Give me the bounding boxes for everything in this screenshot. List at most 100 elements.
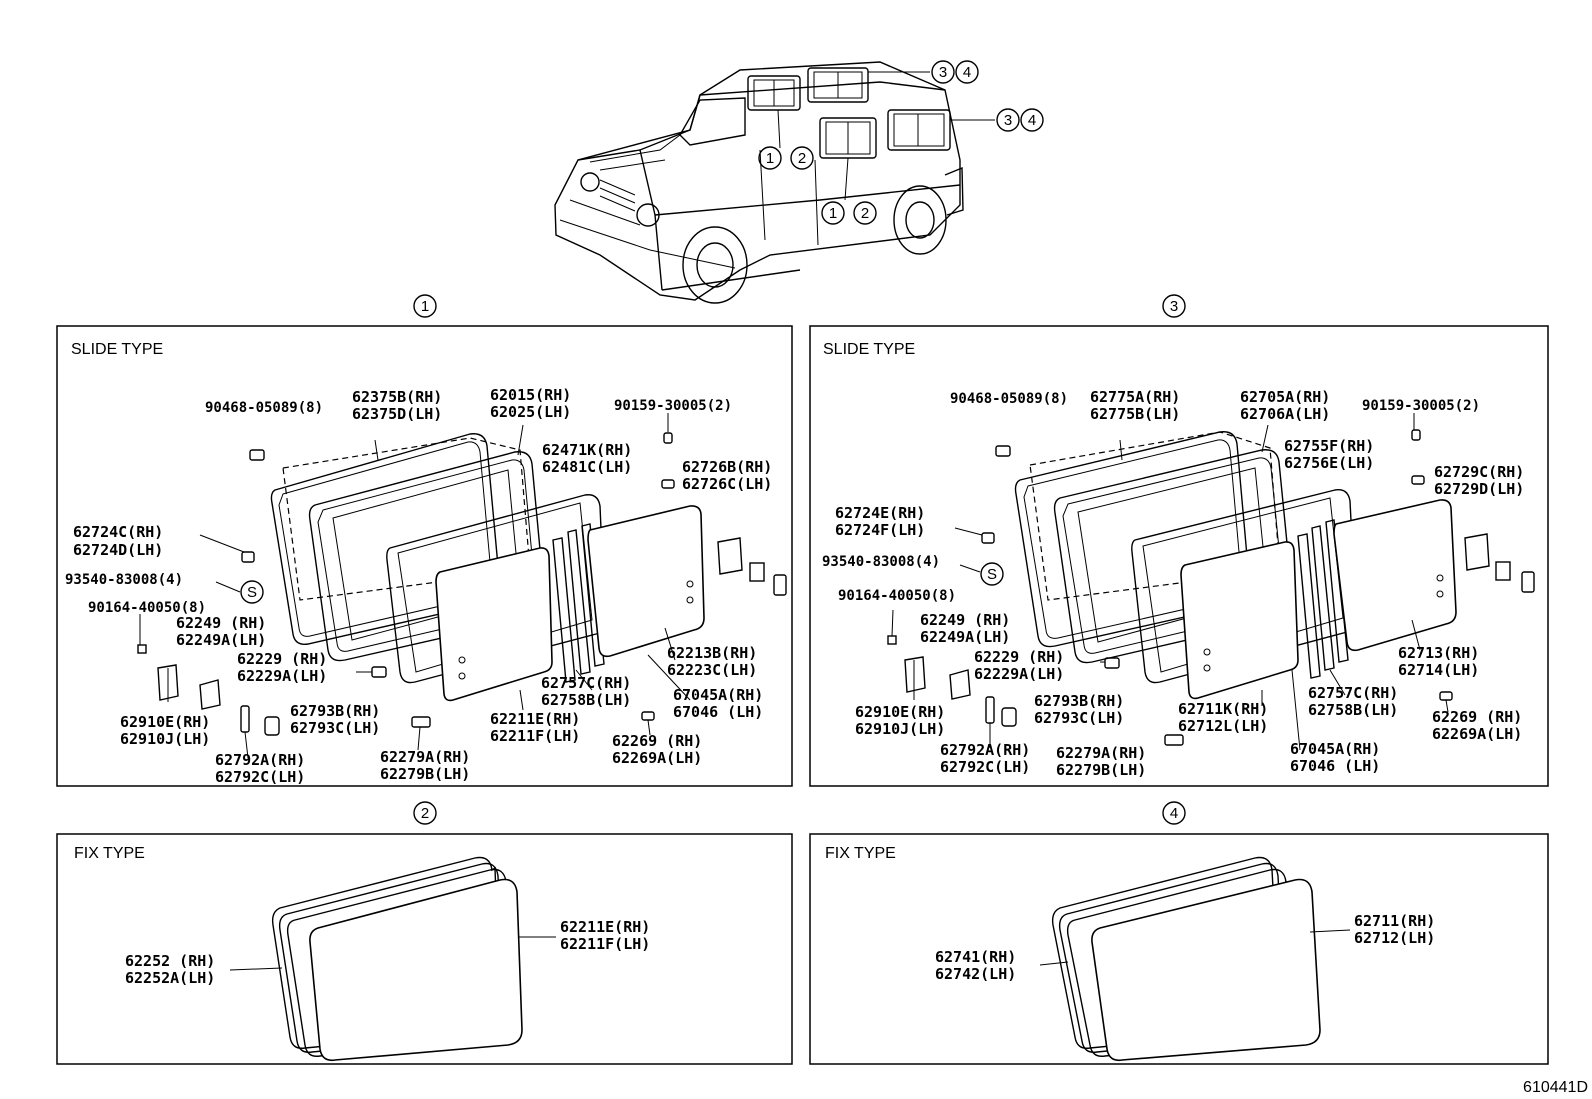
part-label: 62279A(RH) [380, 748, 470, 766]
part-label: 62211F(LH) [490, 727, 580, 745]
top-callouts: 3 4 3 4 1 2 1 2 [758, 60, 1044, 225]
part-label: 62726C(LH) [682, 475, 772, 493]
part-label: 62793C(LH) [1034, 709, 1124, 727]
part-label: 62211E(RH) [490, 710, 580, 728]
part-label: 62910J(LH) [120, 730, 210, 748]
section-callouts: 1 3 2 4 [413, 294, 1186, 825]
panel-1-slide-type: SLIDE TYPE S [56, 325, 793, 787]
part-label: 62793B(RH) [1034, 692, 1124, 710]
callout-text: 4 [963, 64, 971, 81]
part-label: 62252 (RH) [125, 952, 215, 970]
part-label: 67046 (LH) [673, 703, 763, 721]
figure-id: 610441D [1523, 1079, 1588, 1096]
part-label: 93540-83008(4) [65, 572, 183, 588]
part-label: 62792C(LH) [215, 768, 305, 786]
part-label: 62015(RH) [490, 386, 571, 404]
part-label: 62724E(RH) [835, 504, 925, 522]
part-label: 62229 (RH) [974, 648, 1064, 666]
callout-text: 4 [1028, 112, 1036, 129]
part-label: 90468-05089(8) [205, 400, 323, 416]
part-label: 62712L(LH) [1178, 717, 1268, 735]
part-label: 62252A(LH) [125, 969, 215, 987]
part-label: 62742(LH) [935, 965, 1016, 983]
callout-text: 2 [798, 150, 806, 167]
callout-text: 3 [939, 64, 947, 81]
part-label: 62249 (RH) [176, 614, 266, 632]
part-label: 62269 (RH) [1432, 708, 1522, 726]
seal-s-symbol: S [987, 566, 997, 583]
panel-title: SLIDE TYPE [823, 341, 915, 358]
part-label: 62375B(RH) [352, 388, 442, 406]
part-label: 62792A(RH) [940, 741, 1030, 759]
part-label: 62724F(LH) [835, 521, 925, 539]
part-label: 62211E(RH) [560, 918, 650, 936]
callout-3-side [996, 108, 1020, 132]
callout-1-upper [758, 146, 782, 170]
part-label: 62269A(LH) [1432, 725, 1522, 743]
part-label: 62755F(RH) [1284, 437, 1374, 455]
part-label: 62229A(LH) [974, 665, 1064, 683]
section-1-number: 1 [421, 298, 429, 315]
part-label: 62792A(RH) [215, 751, 305, 769]
part-label: 62729D(LH) [1434, 480, 1524, 498]
callout-4-side [1020, 108, 1044, 132]
part-label: 62758B(LH) [541, 691, 631, 709]
part-label: 62711K(RH) [1178, 700, 1268, 718]
part-label: 62711(RH) [1354, 912, 1435, 930]
part-label: 62757C(RH) [1308, 684, 1398, 702]
part-label: 93540-83008(4) [822, 554, 940, 570]
part-label: 62793C(LH) [290, 719, 380, 737]
part-label: 62213B(RH) [667, 644, 757, 662]
section-2-number: 2 [421, 805, 429, 822]
part-label: 62910E(RH) [855, 703, 945, 721]
part-label: 62726B(RH) [682, 458, 772, 476]
panel-4-fix-type: FIX TYPE [809, 833, 1549, 1065]
part-label: 62758B(LH) [1308, 701, 1398, 719]
part-label: 67045A(RH) [673, 686, 763, 704]
panel-title: SLIDE TYPE [71, 341, 163, 358]
part-label: 62269A(LH) [612, 749, 702, 767]
part-label: 62471K(RH) [542, 441, 632, 459]
panel-title: FIX TYPE [825, 845, 896, 862]
callout-text: 1 [766, 150, 774, 167]
part-label: 62481C(LH) [542, 458, 632, 476]
part-label: 62229 (RH) [237, 650, 327, 668]
panel-3-labels: 90468-05089(8) 62775A(RH) 62775B(LH) 627… [822, 388, 1524, 779]
part-label: 62910J(LH) [855, 720, 945, 738]
callout-text: 2 [861, 205, 869, 222]
part-label: 62756E(LH) [1284, 454, 1374, 472]
part-label: 62249A(LH) [920, 628, 1010, 646]
part-label: 62269 (RH) [612, 732, 702, 750]
part-label: 62705A(RH) [1240, 388, 1330, 406]
panel-2-labels: 62252 (RH) 62252A(LH) 62211E(RH) 62211F(… [125, 918, 650, 987]
section-4-number: 4 [1170, 805, 1178, 822]
part-label: 62792C(LH) [940, 758, 1030, 776]
part-label: 62793B(RH) [290, 702, 380, 720]
part-label: 62775B(LH) [1090, 405, 1180, 423]
part-label: 62910E(RH) [120, 713, 210, 731]
part-label: 90164-40050(8) [88, 600, 206, 616]
part-label: 62724C(RH) [73, 523, 163, 541]
panel-3-slide-type: SLIDE TYPE S [809, 325, 1549, 787]
part-label: 62712(LH) [1354, 929, 1435, 947]
panel-4-labels: 62741(RH) 62742(LH) 62711(RH) 62712(LH) [935, 912, 1435, 983]
part-label: 62249A(LH) [176, 631, 266, 649]
part-label: 62714(LH) [1398, 661, 1479, 679]
part-label: 62279A(RH) [1056, 744, 1146, 762]
callout-1-lower [821, 201, 845, 225]
seal-s-symbol: S [247, 584, 257, 601]
panel-2-fix-type: FIX TYPE [56, 833, 793, 1065]
part-label: 67045A(RH) [1290, 740, 1380, 758]
panel-1-labels: 90468-05089(8) 62375B(RH) 62375D(LH) 620… [65, 386, 772, 786]
part-label: 67046 (LH) [1290, 757, 1380, 775]
part-label: 62729C(RH) [1434, 463, 1524, 481]
part-label: 90468-05089(8) [950, 391, 1068, 407]
callout-text: 1 [829, 205, 837, 222]
part-label: 62279B(LH) [1056, 761, 1146, 779]
section-3-number: 3 [1170, 298, 1178, 315]
part-label: 62757C(RH) [541, 674, 631, 692]
callout-3-roof [931, 60, 955, 84]
part-label: 90159-30005(2) [614, 398, 732, 414]
callout-2-upper [790, 146, 814, 170]
